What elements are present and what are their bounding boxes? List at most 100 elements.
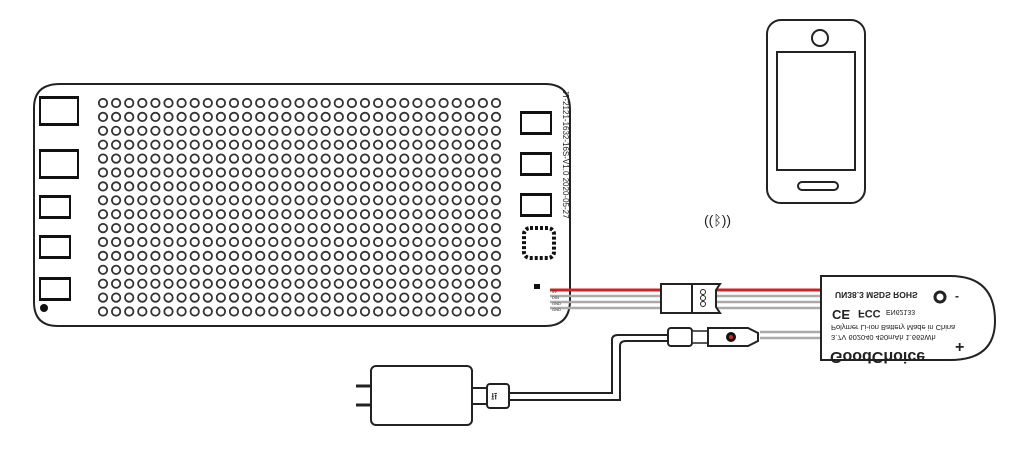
led-dot [451, 306, 462, 317]
led-dot [97, 209, 109, 220]
led-dot [464, 167, 475, 178]
led-dot [451, 278, 462, 289]
led-dot [124, 181, 135, 192]
led-dot [490, 223, 502, 234]
chip [39, 96, 79, 126]
led-dot [490, 195, 502, 206]
led-dot [372, 278, 384, 289]
led-dot [490, 306, 502, 317]
chip-pins [40, 256, 70, 259]
led-dot [242, 278, 253, 289]
led-dot [438, 139, 449, 150]
led-dot [228, 236, 240, 248]
led-dot [255, 139, 266, 150]
led-dot [176, 264, 187, 275]
led-dot [268, 209, 279, 220]
led-dot [255, 153, 266, 164]
led-dot [386, 139, 397, 150]
led-dot [372, 209, 384, 220]
led-dot [111, 125, 122, 136]
led-dot [97, 264, 109, 275]
led-dot [163, 139, 174, 150]
led-dot [333, 139, 344, 150]
led-dot [294, 125, 305, 136]
led-dot [477, 97, 488, 109]
led-dot [359, 167, 371, 178]
led-dot [294, 278, 305, 289]
led-dot [124, 306, 135, 317]
chip-pins [40, 277, 70, 280]
led-dot [359, 306, 371, 317]
led-dot [137, 292, 148, 303]
led-dot [438, 292, 449, 303]
led-dot [346, 306, 357, 317]
led-dot [150, 278, 161, 289]
chip [520, 193, 552, 217]
led-dot [346, 125, 357, 136]
led-dot [281, 292, 292, 303]
led-dot [438, 97, 449, 109]
led-dot [150, 236, 161, 248]
led-dot [386, 153, 397, 164]
led-dot [150, 195, 161, 206]
led-dot [294, 153, 305, 164]
led-dot [438, 181, 449, 192]
led-dot [111, 236, 122, 248]
led-dot [399, 111, 410, 123]
led-dot [346, 264, 357, 275]
led-dot [150, 125, 161, 136]
led-dot [150, 250, 161, 261]
led-dot [386, 236, 397, 248]
led-dot [372, 97, 384, 109]
led-dot [307, 139, 318, 150]
led-dot [97, 278, 109, 289]
led-dot [124, 195, 135, 206]
led-dot [359, 292, 371, 303]
led-dot [150, 223, 161, 234]
led-dot [97, 223, 109, 234]
led-dot [294, 139, 305, 150]
led-dot [281, 153, 292, 164]
led-dot [176, 153, 187, 164]
led-matrix-pcb: JT-2121-1632-16S-V1.0 2020-05-27 [33, 83, 571, 327]
led-dot [228, 97, 240, 109]
led-dot [320, 236, 331, 248]
chip-pins [521, 152, 551, 155]
led-dot [333, 181, 344, 192]
led-dot [176, 181, 187, 192]
led-dot [359, 125, 371, 136]
led-dot [438, 125, 449, 136]
led-dot [97, 111, 109, 123]
led-dot [215, 167, 226, 178]
led-dot [412, 125, 423, 136]
led-dot [386, 264, 397, 275]
led-dot [477, 306, 488, 317]
led-dot [399, 125, 410, 136]
led-dot [124, 223, 135, 234]
led-dot [372, 111, 384, 123]
led-dot [425, 292, 436, 303]
led-dot [189, 292, 200, 303]
led-dot [386, 306, 397, 317]
led-dot [412, 167, 423, 178]
led-dot [359, 97, 371, 109]
led-dot [372, 153, 384, 164]
led-dot [490, 250, 502, 261]
led-grid [97, 97, 502, 317]
led-dot [320, 167, 331, 178]
led-dot [255, 209, 266, 220]
led-dot [320, 306, 331, 317]
led-dot [359, 153, 371, 164]
led-dot [281, 111, 292, 123]
led-dot [215, 97, 226, 109]
led-dot [124, 125, 135, 136]
led-dot [372, 264, 384, 275]
led-dot [189, 278, 200, 289]
chip [39, 195, 71, 219]
led-dot [189, 125, 200, 136]
led-dot [490, 278, 502, 289]
led-dot [333, 125, 344, 136]
led-dot [124, 111, 135, 123]
led-dot [346, 111, 357, 123]
led-dot [464, 195, 475, 206]
